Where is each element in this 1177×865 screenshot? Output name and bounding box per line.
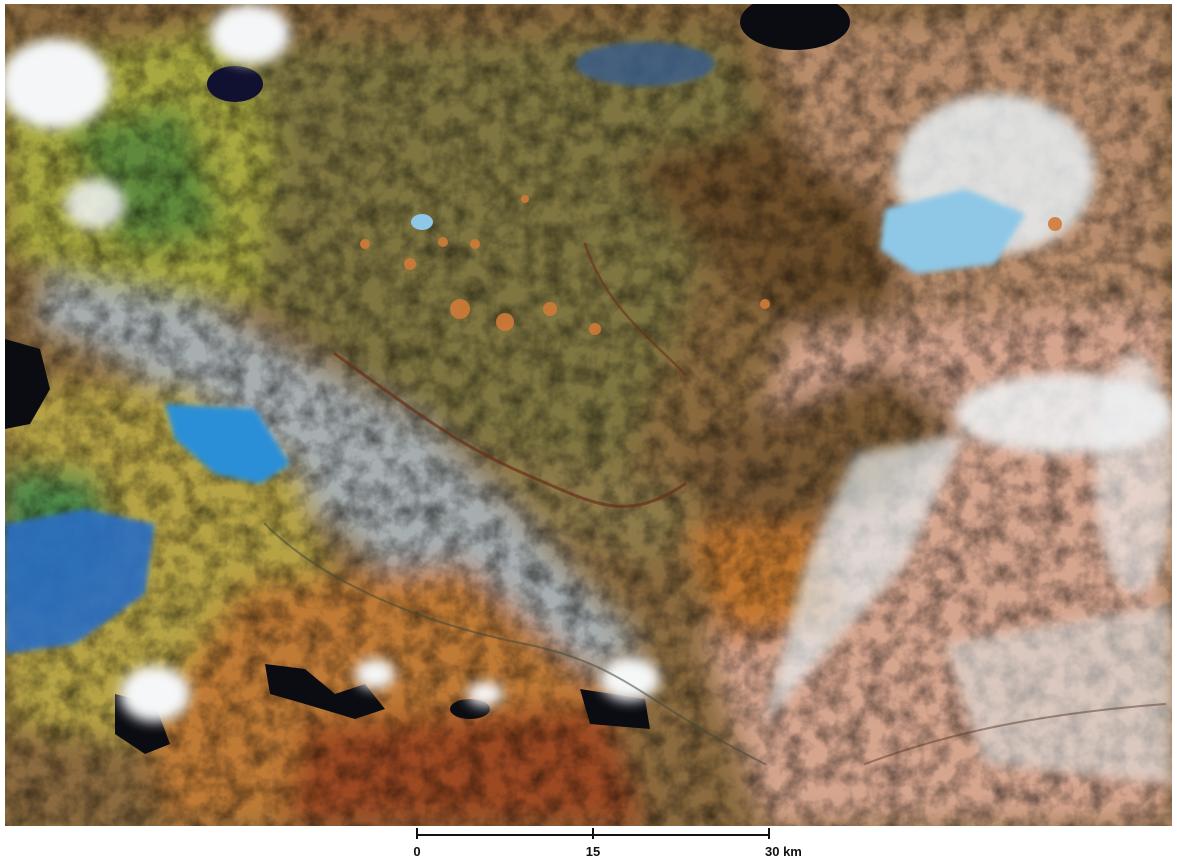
salt-streak-east xyxy=(1095,354,1172,594)
lake-north xyxy=(575,42,715,86)
cloud-nw-3 xyxy=(65,179,125,229)
cloud-sw xyxy=(120,666,190,722)
cloud-south-1 xyxy=(600,657,660,701)
lake-blue-west xyxy=(165,404,290,484)
cone xyxy=(760,299,770,309)
river-southwest xyxy=(264,523,766,765)
river-east xyxy=(864,703,1166,765)
cloud-south-3 xyxy=(467,682,503,706)
cone xyxy=(404,258,416,270)
cone xyxy=(360,239,370,249)
ridge-line-central xyxy=(583,242,687,376)
lakes xyxy=(5,42,1025,654)
cone xyxy=(496,313,514,331)
river-central xyxy=(333,352,687,508)
cone xyxy=(1048,217,1062,231)
dark-lake-west xyxy=(5,339,50,429)
salt-flats xyxy=(765,94,1172,784)
dark-lake-north xyxy=(740,4,850,50)
cone xyxy=(470,239,480,249)
cone xyxy=(589,323,601,335)
lake-small-central xyxy=(411,214,433,230)
cone xyxy=(543,302,557,316)
cone xyxy=(450,299,470,319)
drainage-lines xyxy=(264,242,1166,765)
satellite-image xyxy=(5,4,1172,826)
cone xyxy=(438,237,448,247)
scale-tick-label: 0 xyxy=(413,844,420,859)
scale-tick-label: 30 km xyxy=(765,844,802,859)
cone xyxy=(521,195,529,203)
volcanic-cones xyxy=(360,195,1062,335)
lake-pale-ne xyxy=(880,189,1025,274)
salt-flat-se xyxy=(945,604,1172,784)
cloud-nw-1 xyxy=(5,39,110,129)
lake-sw xyxy=(5,509,155,654)
scale-bar: 0 15 30 km xyxy=(413,828,802,859)
dark-lake-nw xyxy=(207,66,263,102)
scale-tick-label: 15 xyxy=(586,844,600,859)
salt-flat-east-edge xyxy=(765,434,965,724)
cloud-south-2 xyxy=(355,659,395,689)
clouds xyxy=(5,4,660,722)
cloud-shadow-band xyxy=(265,664,385,719)
cloud-nw-2 xyxy=(210,4,290,64)
